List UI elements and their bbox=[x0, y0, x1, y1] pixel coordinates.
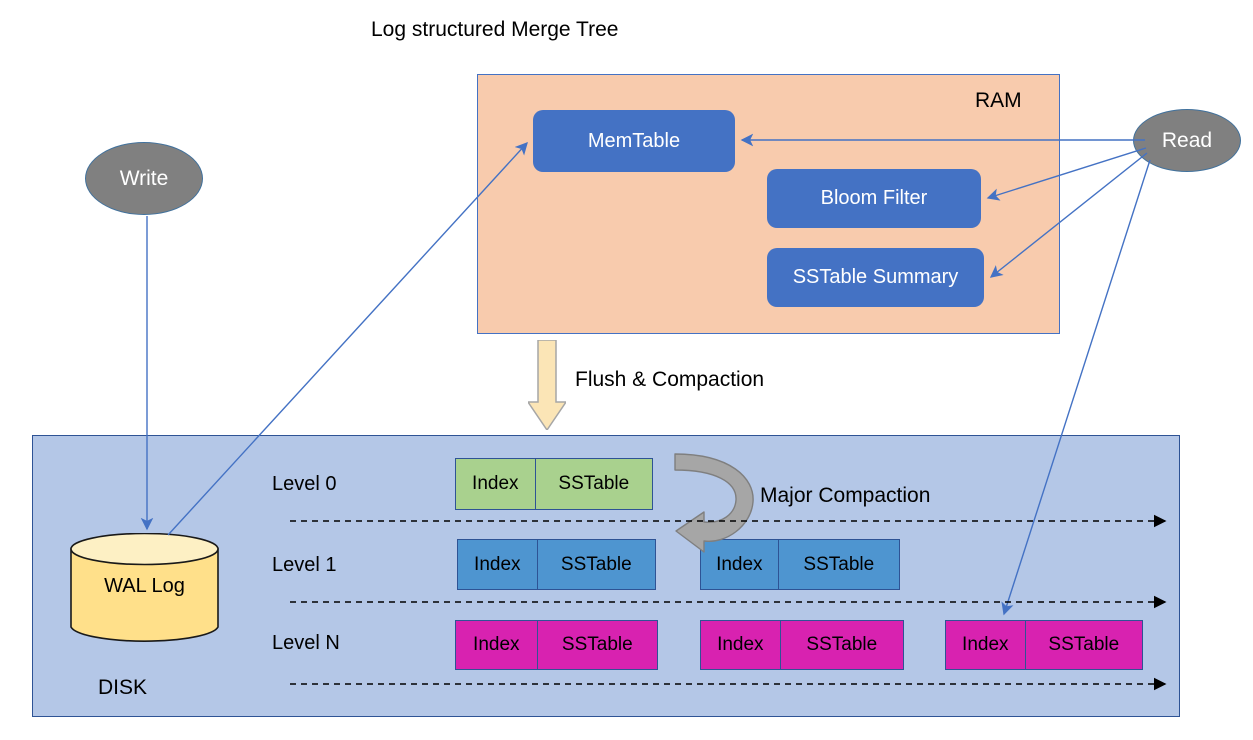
sstable-cell: SSTable bbox=[558, 473, 630, 494]
sstable-cell: SSTable bbox=[803, 553, 875, 575]
index-cell: Index bbox=[458, 540, 538, 589]
sstable-block-leveln-1[interactable]: Index SSTable bbox=[455, 620, 658, 670]
memtable-box[interactable]: MemTable bbox=[533, 110, 735, 172]
disk-label: DISK bbox=[98, 676, 148, 699]
index-cell: Index bbox=[456, 621, 538, 669]
level-1-label: Level 1 bbox=[272, 554, 337, 576]
sstable-cell: SSTable bbox=[1048, 634, 1120, 655]
sstable-block-level1-1[interactable]: Index SSTable bbox=[457, 539, 656, 590]
level-n-label: Level N bbox=[272, 632, 340, 654]
sstable-block-leveln-3[interactable]: Index SSTable bbox=[945, 620, 1143, 670]
write-label: Write bbox=[119, 166, 169, 190]
sstable-cell: SSTable bbox=[560, 553, 632, 575]
ram-label: RAM bbox=[975, 89, 1022, 112]
sstable-cell: SSTable bbox=[806, 634, 878, 655]
sstable-block-level1-2[interactable]: Index SSTable bbox=[700, 539, 900, 590]
memtable-label: MemTable bbox=[587, 129, 681, 152]
bloom-filter-box[interactable]: Bloom Filter bbox=[767, 169, 981, 228]
index-cell: Index bbox=[701, 621, 781, 669]
index-cell: Index bbox=[701, 540, 779, 589]
sstable-summary-box[interactable]: SSTable Summary bbox=[767, 248, 984, 307]
index-cell: Index bbox=[946, 621, 1026, 669]
wal-log-label: WAL Log bbox=[104, 575, 185, 597]
sstable-cell: SSTable bbox=[561, 634, 633, 655]
bloom-filter-label: Bloom Filter bbox=[820, 187, 928, 209]
sstable-block-leveln-2[interactable]: Index SSTable bbox=[700, 620, 904, 670]
index-cell: Index bbox=[456, 459, 536, 509]
read-label: Read bbox=[1161, 128, 1213, 152]
sstable-summary-label: SSTable Summary bbox=[792, 266, 959, 288]
level-0-label: Level 0 bbox=[272, 473, 337, 495]
read-actor[interactable]: Read bbox=[1133, 109, 1241, 172]
wal-log-cylinder[interactable] bbox=[70, 533, 219, 643]
flush-compaction-label: Flush & Compaction bbox=[575, 368, 765, 391]
flush-down-arrow-icon bbox=[528, 340, 566, 430]
major-compaction-label: Major Compaction bbox=[760, 484, 931, 507]
sstable-block-level0-1[interactable]: Index SSTable bbox=[455, 458, 653, 510]
write-actor[interactable]: Write bbox=[85, 142, 203, 215]
page-title: Log structured Merge Tree bbox=[371, 18, 619, 41]
